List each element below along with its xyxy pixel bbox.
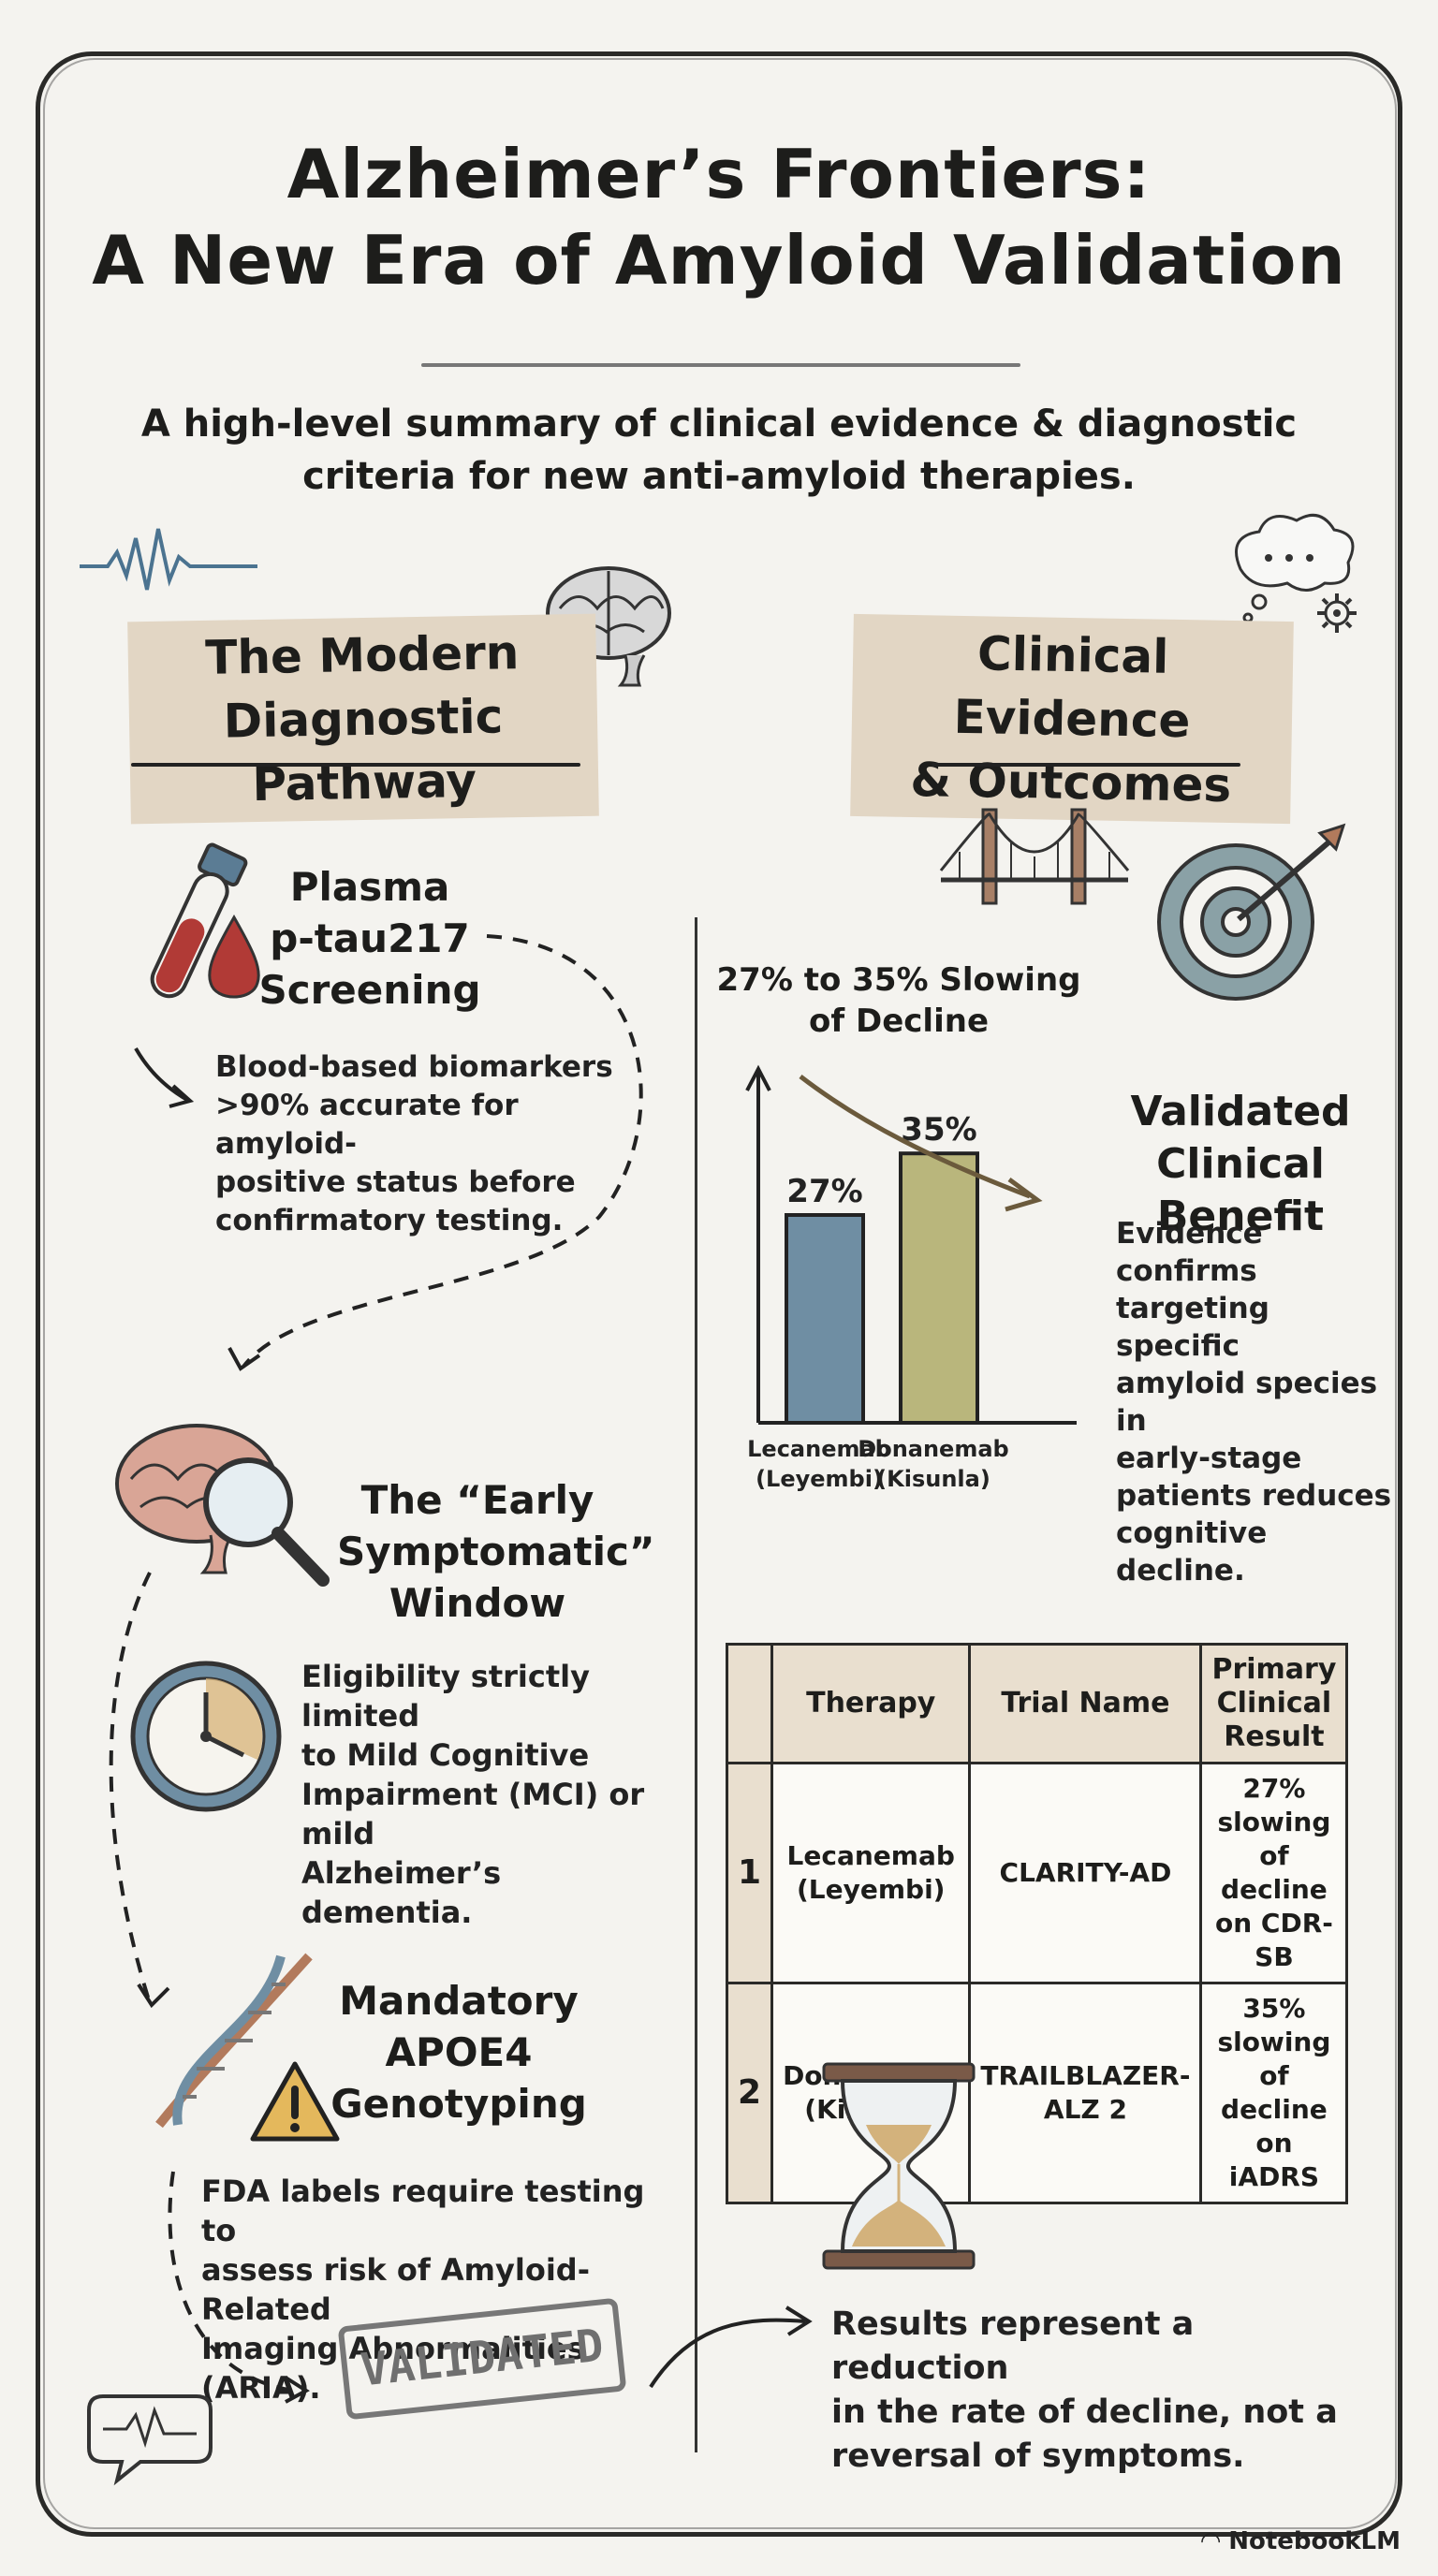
target-icon: [1157, 823, 1346, 1001]
heartbeat-icon: [80, 528, 257, 591]
body-line: Eligibility strictly limited: [301, 1659, 590, 1734]
thought-cloud-icon: [1235, 513, 1355, 623]
body-line: FDA labels require testing to: [201, 2174, 645, 2248]
notebooklm-logo-icon: ◠: [1201, 2527, 1221, 2555]
step-title-line: Plasma: [289, 864, 450, 910]
benefit-title-line: Clinical Benefit: [1156, 1140, 1325, 1240]
title-divider: [421, 363, 1020, 367]
row-result: 27% slowing of decline on CDR-SB: [1199, 1762, 1349, 1984]
category-label: Donanemab: [858, 1436, 1008, 1462]
benefit-body-line: targeting specific: [1116, 1292, 1269, 1363]
table-header: [725, 1643, 774, 1764]
step-title-line: The “Early: [360, 1477, 594, 1523]
blood-drop-icon: [208, 914, 260, 999]
warning-icon: [250, 2061, 340, 2142]
row-therapy: Lecanemab (Leyembi): [770, 1762, 972, 1984]
body-line: Imaging Abnormalities (ARIA).: [201, 2331, 585, 2406]
page-frame: [36, 51, 1402, 2537]
step-title-line: Symptomatic”: [337, 1529, 655, 1574]
data-label: 27%: [786, 1173, 862, 1210]
clinical-heading-underline: [932, 763, 1240, 767]
step-plasma-title: Plasma p-tau217 Screening: [257, 861, 482, 1016]
step-early-body: Eligibility strictly limited to Mild Cog…: [301, 1657, 676, 1932]
body-line: >90% accurate for amyloid-: [215, 1089, 519, 1161]
row-trial: CLARITY-AD: [968, 1762, 1203, 1984]
benefit-body-line: amyloid species in: [1116, 1367, 1378, 1438]
gear-icon: [1317, 593, 1357, 633]
step-title-line: Window: [389, 1580, 566, 1626]
bar: [899, 1151, 979, 1425]
diagnostic-heading-underline: [131, 763, 580, 767]
row-number: 1: [725, 1762, 774, 1984]
body-line: positive status before: [215, 1165, 576, 1199]
benefit-body-line: cognitive decline.: [1116, 1516, 1268, 1588]
benefit-body-line: early-stage: [1116, 1442, 1302, 1475]
blood-tube-icon: [150, 842, 248, 999]
table-header-row: Therapy Trial Name Primary Clinical Resu…: [725, 1643, 1349, 1764]
dna-icon: [155, 1953, 313, 2129]
benefit-title: Validated Clinical Benefit: [1081, 1086, 1400, 1243]
subtitle-line-2: criteria for new anti-amyloid therapies.: [302, 455, 1136, 498]
category-label: Lecanemab: [747, 1436, 891, 1462]
page-title: Alzheimer’s Frontiers: A New Era of Amyl…: [0, 131, 1438, 303]
watermark-label: NotebookLM: [1228, 2527, 1401, 2555]
clock-icon: [130, 1661, 282, 1812]
notebooklm-watermark: ◠ NotebookLM: [1201, 2527, 1401, 2555]
step-apoe4-body: FDA labels require testing to assess ris…: [201, 2172, 688, 2408]
step-apoe4-title: Mandatory APOE4 Genotyping: [328, 1975, 590, 2130]
step-title-line: Screening: [258, 967, 481, 1013]
trend-arrow-head: [1005, 1177, 1043, 1212]
speech-heartbeat-icon: [87, 2394, 213, 2486]
body-line: assess risk of Amyloid-Related: [201, 2252, 590, 2327]
step-plasma-body: Blood-based biomarkers >90% accurate for…: [215, 1048, 618, 1240]
benefit-body-line: Evidence confirms: [1116, 1217, 1263, 1288]
body-line: confirmatory testing.: [215, 1204, 564, 1237]
brain-magnifier-icon: [115, 1424, 330, 1587]
trend-arrow: [799, 1075, 1031, 1199]
step-title-line: APOE4: [385, 2029, 533, 2075]
y-axis-arrow: [745, 1064, 771, 1091]
chart-title: 27% to 35% Slowing of Decline: [716, 961, 1081, 1040]
benefit-body-line: patients reduces: [1116, 1479, 1392, 1513]
category-label: (Kisunla): [876, 1466, 990, 1492]
bridge-icon: [939, 808, 1130, 905]
body-line: Alzheimer’s dementia.: [301, 1855, 502, 1930]
step-title-line: Genotyping: [330, 2081, 587, 2127]
bar: [785, 1213, 865, 1425]
footer-line: Results represent a reduction: [831, 2305, 1195, 2387]
data-label: 35%: [901, 1111, 976, 1149]
row-trial: TRAILBLAZER-ALZ 2: [968, 1982, 1203, 2204]
table-header: Primary Clinical Result: [1199, 1643, 1349, 1764]
page-subtitle: A high-level summary of clinical evidenc…: [0, 398, 1438, 503]
table-header: Trial Name: [968, 1643, 1203, 1764]
table-row: 1 Lecanemab (Leyembi) CLARITY-AD 27% slo…: [725, 1762, 1349, 1984]
row-result: 35% slowing of decline on iADRS: [1199, 1982, 1349, 2204]
title-line-2: A New Era of Amyloid Validation: [92, 221, 1346, 300]
row-number: 2: [725, 1982, 774, 2204]
table-row: 2 Donanemab (Kisunla) TRAILBLAZER-ALZ 2 …: [725, 1982, 1349, 2204]
step-title-line: Mandatory: [339, 1978, 579, 2024]
footer-line: in the rate of decline, not a: [831, 2393, 1338, 2431]
title-line-1: Alzheimer’s Frontiers:: [286, 135, 1152, 213]
body-line: Impairment (MCI) or mild: [301, 1777, 645, 1852]
body-line: Blood-based biomarkers: [215, 1050, 613, 1084]
subtitle-line-1: A high-level summary of clinical evidenc…: [140, 402, 1298, 446]
benefit-title-line: Validated: [1130, 1088, 1351, 1135]
footer-note: Results represent a reduction in the rat…: [831, 2303, 1356, 2479]
table-header: Therapy: [770, 1643, 972, 1764]
column-divider: [695, 917, 697, 2452]
footer-line: reversal of symptoms.: [831, 2437, 1245, 2475]
category-label: (Leyembi): [756, 1466, 883, 1492]
body-line: to Mild Cognitive: [301, 1737, 590, 1773]
step-title-line: p-tau217: [270, 915, 470, 961]
page-frame-inner: [43, 58, 1397, 2529]
hourglass-icon: [822, 2062, 976, 2270]
step-early-title: The “Early Symptomatic” Window: [337, 1474, 655, 1629]
trials-table: Therapy Trial Name Primary Clinical Resu…: [725, 1643, 1349, 2204]
bar-chart: 27% Lecanemab (Leyembi) 35% Donanemab (Kisunl…: [745, 1064, 1077, 1492]
